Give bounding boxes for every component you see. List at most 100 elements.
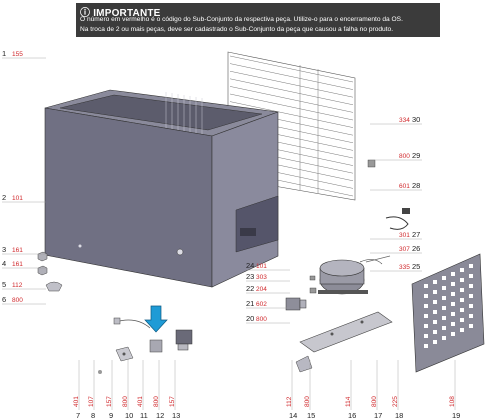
foot-part-4 [37, 265, 48, 276]
callout-code: 157 [169, 396, 176, 407]
callout-number: 24 [246, 261, 254, 270]
callout-number: 3 [2, 245, 6, 254]
callout-number: 6 [2, 295, 6, 304]
callout-number: 27 [412, 230, 420, 239]
callout-6: 6 800 [2, 295, 46, 305]
compressor [318, 259, 383, 295]
callout-number: 2 [2, 193, 6, 202]
base-plate [299, 311, 393, 353]
callout-code: 401 [73, 396, 80, 407]
callout-5: 5 112 [2, 280, 46, 290]
callout-number: 28 [412, 181, 420, 190]
callout-code: 800 [371, 396, 378, 407]
callout-3: 3 161 [2, 245, 46, 255]
rear-panel [411, 253, 485, 373]
callout-code: 307 [399, 246, 410, 253]
callout-code: 800 [399, 153, 410, 160]
foot-part-3 [37, 251, 48, 262]
callout-1: 1 155 [2, 49, 46, 59]
callout-2: 2 101 [2, 193, 46, 203]
callout-number: 5 [2, 280, 6, 289]
banner-line-2: Na troca de 2 ou mais peças, deve ser ca… [80, 26, 394, 33]
banner-title: ⓘ IMPORTANTE [80, 8, 161, 19]
callout-number: 25 [412, 262, 420, 271]
callout-code: 155 [12, 51, 23, 58]
callout-code: 335 [399, 264, 410, 271]
capillary-tube [365, 255, 391, 263]
callout-code: 800 [256, 316, 267, 323]
callout-number: 18 [395, 411, 403, 420]
callout-code: 161 [12, 261, 23, 268]
callout-code: 112 [286, 396, 293, 407]
callout-code: 602 [256, 301, 267, 308]
callout-code: 204 [256, 286, 267, 293]
callout-code: 112 [12, 282, 23, 289]
thermostat-parts [98, 317, 193, 374]
callout-number: 20 [246, 314, 254, 323]
callout-number: 10 [125, 411, 133, 420]
callout-code: 301 [399, 232, 410, 239]
callout-number: 22 [246, 284, 254, 293]
callout-number: 17 [374, 411, 382, 420]
callout-code: 157 [106, 396, 113, 407]
callout-code: 114 [345, 396, 352, 407]
callout-number: 16 [348, 411, 356, 420]
callout-number: 7 [76, 411, 80, 420]
freezer-cabinet [44, 89, 279, 288]
banner-line-1: O número em vermelho é o código do Sub-C… [80, 16, 403, 23]
callout-number: 30 [412, 115, 420, 124]
callout-number: 26 [412, 244, 420, 253]
callout-number: 13 [172, 411, 180, 420]
important-banner: ⓘ IMPORTANTE O número em vermelho é o có… [76, 3, 440, 37]
callout-number: 8 [91, 411, 95, 420]
info-icon: ⓘ [80, 8, 91, 19]
callout-code: 108 [449, 396, 456, 407]
callout-code: 161 [12, 247, 23, 254]
callout-code: 800 [122, 396, 129, 407]
callout-number: 1 [2, 49, 6, 58]
power-cable [385, 208, 410, 230]
callout-number: 9 [109, 411, 113, 420]
hinge-part-5 [45, 281, 63, 292]
highlight-arrow-icon [144, 305, 168, 333]
callout-code: 800 [153, 396, 160, 407]
callout-code: 800 [12, 297, 23, 304]
callout-code: 401 [137, 396, 144, 407]
callout-code: 225 [392, 396, 399, 407]
callout-number: 19 [452, 411, 460, 420]
callout-number: 11 [140, 411, 148, 420]
callout-code: 107 [88, 396, 95, 407]
callout-number: 21 [246, 299, 254, 308]
bracket [295, 355, 313, 373]
callout-code: 101 [12, 195, 23, 202]
callout-number: 23 [246, 272, 254, 281]
callout-number: 15 [307, 411, 315, 420]
callout-code: 303 [256, 274, 267, 281]
callout-code: 334 [399, 117, 410, 124]
callout-code: 800 [304, 396, 311, 407]
callout-number: 12 [156, 411, 164, 420]
